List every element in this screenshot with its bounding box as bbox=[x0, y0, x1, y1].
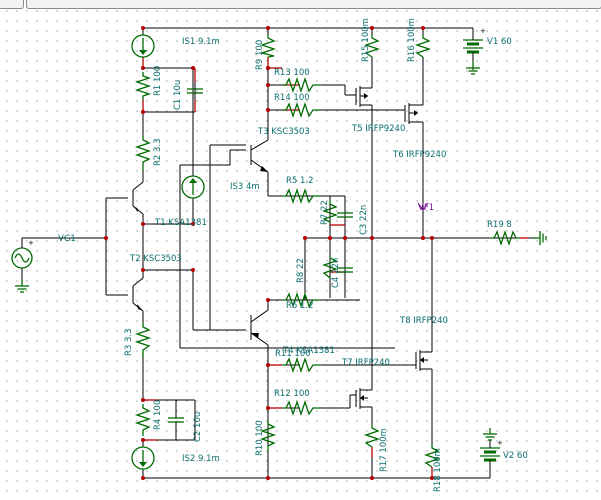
label-t1: T1 KSA1381 bbox=[154, 218, 207, 228]
label-r3: R3 3.3 bbox=[124, 328, 134, 356]
battery-v2: + bbox=[480, 427, 503, 465]
label-t4: T4 KSA1381 bbox=[282, 346, 335, 356]
current-source-is2 bbox=[131, 446, 155, 470]
label-r15: R15 100m bbox=[361, 18, 371, 62]
resistor-r8 bbox=[321, 255, 339, 279]
label-t6: T6 IRFP9240 bbox=[392, 150, 446, 160]
label-r7: R7 22 bbox=[320, 200, 330, 225]
resistor-r14 bbox=[282, 101, 320, 119]
label-r4: R4 100 bbox=[153, 400, 163, 430]
capacitor-c1 bbox=[187, 82, 203, 100]
capacitor-c2 bbox=[168, 400, 184, 440]
capacitors bbox=[168, 82, 353, 440]
resistor-r12 bbox=[282, 399, 320, 417]
signal-generator-vg1: + bbox=[11, 237, 34, 293]
label-r2: R2 3.3 bbox=[153, 138, 163, 166]
junctions bbox=[104, 26, 434, 480]
label-is2: IS2 9.1m bbox=[182, 454, 220, 464]
label-r8: R8 22 bbox=[296, 258, 306, 283]
label-r16: R16 100m bbox=[407, 18, 417, 62]
mosfet-t6 bbox=[390, 103, 423, 124]
resistor-r1 bbox=[134, 72, 152, 100]
current-sources bbox=[131, 34, 205, 470]
resistor-r2 bbox=[134, 135, 152, 170]
label-r6: R6 1.2 bbox=[286, 301, 314, 311]
label-vg1: VG1 bbox=[58, 234, 76, 244]
label-t7: T7 IRFP240 bbox=[341, 358, 390, 368]
resistor-r9 bbox=[259, 35, 277, 58]
resistor-r11 bbox=[282, 356, 320, 374]
mosfet-t7 bbox=[350, 388, 372, 409]
label-r9: R9 100 bbox=[255, 40, 265, 70]
label-r12: R12 100 bbox=[274, 389, 310, 399]
resistor-r10 bbox=[259, 420, 277, 452]
label-r18: R18 100m bbox=[433, 448, 443, 492]
resistors bbox=[134, 35, 520, 468]
tab-2[interactable] bbox=[26, 0, 601, 9]
capacitor-c4 bbox=[337, 267, 353, 273]
resistor-r19 bbox=[490, 229, 520, 247]
tab-strip bbox=[0, 0, 601, 10]
voltmeter-probe-vf1 bbox=[417, 202, 429, 211]
svg-text:+: + bbox=[480, 27, 486, 35]
resistor-r17 bbox=[363, 425, 381, 448]
resistor-r18 bbox=[423, 445, 441, 468]
label-r19: R19 8 bbox=[487, 220, 512, 230]
label-c3: C3 22n bbox=[359, 205, 369, 235]
resistor-r5 bbox=[282, 187, 320, 205]
label-c4: C4 22n bbox=[331, 258, 341, 288]
mosfets bbox=[133, 86, 432, 409]
mosfet-t5 bbox=[345, 86, 372, 107]
label-t8: T8 IRFP240 bbox=[399, 316, 448, 326]
label-t2: T2 KSC3503 bbox=[129, 254, 182, 264]
label-v1: V1 60 bbox=[487, 37, 512, 47]
label-is3: IS3 4m bbox=[230, 182, 260, 192]
label-is1: IS1 9.1m bbox=[182, 37, 220, 47]
label-r11: R11 100 bbox=[275, 349, 311, 359]
resistor-r7 bbox=[321, 200, 339, 223]
resistor-r6 bbox=[282, 291, 320, 309]
resistor-r3 bbox=[134, 322, 152, 358]
resistor-r16 bbox=[414, 35, 432, 58]
current-source-is3 bbox=[181, 175, 205, 199]
label-r1: R1 100 bbox=[153, 66, 163, 96]
current-source-is1 bbox=[131, 34, 155, 58]
label-r14: R14 100 bbox=[274, 93, 310, 103]
battery-v1: + bbox=[463, 27, 486, 75]
svg-text:+: + bbox=[497, 439, 503, 447]
label-r10: R10 100 bbox=[255, 420, 265, 456]
label-t5: T5 IRFP9240 bbox=[351, 124, 405, 134]
label-vf1: VF1 bbox=[418, 203, 434, 213]
label-r13: R13 100 bbox=[274, 68, 310, 78]
resistor-r4 bbox=[134, 404, 152, 436]
label-r5: R5 1.2 bbox=[286, 176, 314, 186]
svg-text:+: + bbox=[28, 239, 34, 247]
label-c1: C1 10u bbox=[173, 80, 183, 110]
label-v2: V2 60 bbox=[503, 451, 528, 461]
mosfet-t8 bbox=[413, 350, 432, 371]
capacitor-c3 bbox=[337, 212, 353, 218]
label-c2: C2 10u bbox=[193, 412, 203, 442]
resistor-r13 bbox=[282, 76, 320, 94]
label-t3: T3 KSC3503 bbox=[257, 127, 310, 137]
resistor-r15 bbox=[363, 35, 381, 58]
label-r17: R17 100m bbox=[379, 428, 389, 472]
tab-1[interactable] bbox=[0, 0, 24, 9]
component-labels: IS1 9.1m R1 100 C1 10u R2 3.3 T1 KSA1381… bbox=[58, 18, 528, 492]
